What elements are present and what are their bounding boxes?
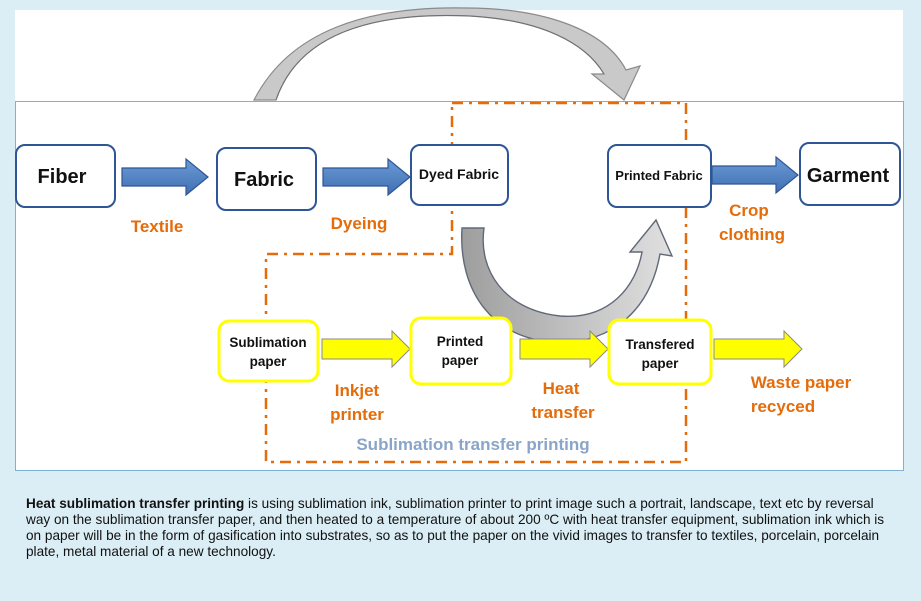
- edge-label-waste-line2: recyced: [751, 397, 815, 416]
- node-transfered-paper-line1: Transfered: [625, 337, 694, 352]
- node-printed-paper-box: [409, 316, 513, 386]
- blue-nodes: Fiber Fabric Dyed Fabric Printed Fabric …: [15, 142, 901, 211]
- blue-arrows: [121, 155, 799, 197]
- edge-label-heat-line1: Heat: [543, 379, 580, 398]
- arrow-printed-garment: [711, 155, 799, 195]
- top-curved-arrow: [253, 7, 642, 101]
- node-fabric: Fabric: [234, 169, 294, 191]
- node-printed-paper-line2: paper: [442, 353, 480, 368]
- arrow-fabric-dyed: [322, 157, 411, 197]
- caption-paragraph: Heat sublimation transfer printing is us…: [26, 496, 896, 560]
- edge-labels: Textile Dyeing Crop clothing Inkjet prin…: [131, 201, 852, 424]
- edge-label-inkjet-line1: Inkjet: [335, 381, 380, 400]
- node-printed-fabric-box: [607, 144, 712, 208]
- edge-label-crop-line1: Crop: [729, 201, 769, 220]
- node-printed-paper-line1: Printed: [437, 334, 484, 349]
- edge-label-waste-line1: Waste paper: [751, 373, 852, 392]
- region-label: Sublimation transfer printing: [356, 435, 589, 454]
- node-printed-fabric: Printed Fabric: [615, 168, 702, 183]
- caption-text: is using sublimation ink, sublimation pr…: [26, 496, 885, 559]
- node-sublimation-paper-line1: Sublimation: [229, 335, 306, 350]
- yellow-nodes: Sublimation paper Printed paper Transfer…: [217, 316, 713, 386]
- arrow-printed-transfered: [519, 329, 609, 369]
- node-fiber-box: [15, 144, 116, 208]
- arrow-fiber-fabric: [121, 157, 209, 197]
- edge-label-dyeing: Dyeing: [331, 214, 388, 233]
- diagram-top-area: [15, 10, 903, 102]
- edge-label-heat-line2: transfer: [531, 403, 595, 422]
- arrow-sublimation-printed: [321, 329, 411, 369]
- node-transfered-paper-box: [607, 318, 713, 386]
- node-fiber: Fiber: [38, 166, 87, 188]
- edge-label-crop-line2: clothing: [719, 225, 785, 244]
- edge-label-textile: Textile: [131, 217, 184, 236]
- node-dyed-fabric-box: [410, 144, 509, 206]
- node-garment: Garment: [807, 165, 890, 187]
- caption-bold-term: Heat sublimation transfer printing: [26, 496, 245, 511]
- yellow-arrows: [321, 329, 803, 369]
- arrow-transfered-waste: [713, 329, 803, 369]
- node-dyed-fabric: Dyed Fabric: [419, 166, 499, 182]
- sublimation-region-outline: [264, 101, 688, 464]
- node-garment-box: [799, 142, 901, 206]
- node-transfered-paper-line2: paper: [642, 356, 680, 371]
- node-fabric-box: [216, 147, 317, 211]
- node-sublimation-paper-line2: paper: [250, 354, 288, 369]
- node-sublimation-paper-box: [217, 319, 320, 383]
- edge-label-inkjet-line2: printer: [330, 405, 384, 424]
